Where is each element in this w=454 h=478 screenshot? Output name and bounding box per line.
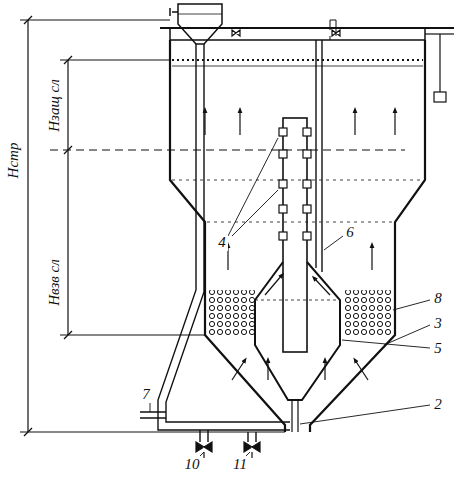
callout-number: 10 bbox=[183, 456, 202, 473]
callout-number: 11 bbox=[231, 456, 249, 473]
callout-number: 3 bbox=[432, 315, 444, 332]
callout-number: 6 bbox=[344, 224, 356, 241]
callout-number: 8 bbox=[432, 290, 444, 307]
callout-number: 2 bbox=[432, 396, 444, 413]
callout-number: 4 bbox=[216, 234, 228, 251]
dimension-label: Hстр bbox=[6, 140, 23, 180]
callout-number: 7 bbox=[140, 386, 152, 403]
callout-number: 5 bbox=[432, 340, 444, 357]
dimension-label: Hвзв сл bbox=[46, 257, 63, 307]
dimension-label: Hзащ сл bbox=[46, 77, 63, 133]
